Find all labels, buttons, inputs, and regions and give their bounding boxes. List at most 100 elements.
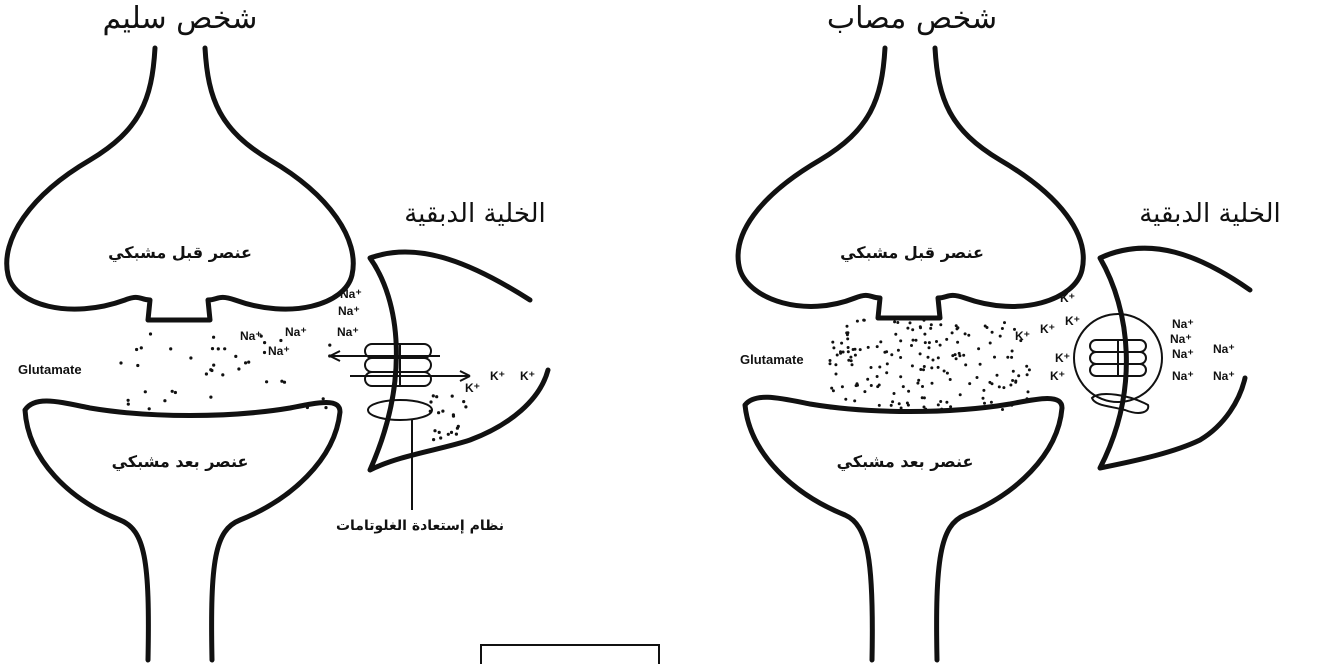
glutamate-dot <box>907 390 910 393</box>
glutamate-dot <box>929 327 932 330</box>
glutamate-dot <box>906 402 909 405</box>
affected-presynaptic-terminal <box>738 48 1083 318</box>
glutamate-dot <box>263 351 266 354</box>
affected-na-ion: Na⁺ <box>1172 369 1194 383</box>
glutamate-dot <box>1019 339 1022 342</box>
glutamate-dot <box>328 354 331 357</box>
glutamate-dot <box>171 390 174 393</box>
glutamate-dot <box>899 339 902 342</box>
glutamate-dot <box>455 433 458 436</box>
glutamate-dot <box>916 382 919 385</box>
glutamate-dot <box>846 325 849 328</box>
glutamate-dot <box>140 346 143 349</box>
glutamate-dot <box>990 401 993 404</box>
glutamate-dot <box>859 348 862 351</box>
healthy-k-ion: K⁺ <box>490 369 505 383</box>
glutamate-dot <box>439 436 442 439</box>
healthy-glial-label: الخلية الدبقية <box>404 199 546 229</box>
glutamate-dot <box>958 354 961 357</box>
glutamate-dot <box>956 341 959 344</box>
glutamate-dot <box>939 400 942 403</box>
glutamate-dot <box>885 350 888 353</box>
healthy-na-ion: Na⁺ <box>240 329 262 343</box>
glutamate-dot <box>149 332 152 335</box>
glutamate-dot <box>906 327 909 330</box>
glutamate-dot <box>982 397 985 400</box>
glutamate-dot <box>836 354 839 357</box>
glutamate-dot <box>831 341 834 344</box>
healthy-na-ion: Na⁺ <box>337 325 359 339</box>
glutamate-dot <box>1017 374 1020 377</box>
glutamate-dot <box>322 397 325 400</box>
glutamate-dot <box>945 338 948 341</box>
glutamate-dot <box>223 347 226 350</box>
glutamate-dot <box>432 438 435 441</box>
glutamate-dot <box>939 344 942 347</box>
glutamate-dot <box>996 374 999 377</box>
glutamate-dot <box>829 359 832 362</box>
glutamate-dot <box>959 393 962 396</box>
affected-synapse-panel: شخص مصاب عنصر قبل مشبكي عنصر بعد مشبكي ا… <box>738 1 1281 660</box>
glutamate-dot <box>851 363 854 366</box>
glutamate-dot <box>209 368 212 371</box>
glutamate-dot <box>977 347 980 350</box>
glutamate-dot <box>949 378 952 381</box>
glutamate-dot <box>979 363 982 366</box>
glutamate-dot <box>1012 370 1015 373</box>
glutamate-dot <box>856 382 859 385</box>
glutamate-dot <box>441 410 444 413</box>
glutamate-dot <box>840 342 843 345</box>
glutamate-dot <box>247 361 250 364</box>
affected-k-ion: K⁺ <box>1015 329 1030 343</box>
glutamate-dot <box>956 327 959 330</box>
glutamate-dot <box>849 356 852 359</box>
glutamate-dot <box>324 406 327 409</box>
affected-k-ion: K⁺ <box>1050 369 1065 383</box>
glutamate-dot <box>878 404 881 407</box>
glutamate-dot <box>946 372 949 375</box>
affected-k-ion: K⁺ <box>1055 351 1070 365</box>
glutamate-dot <box>911 364 914 367</box>
healthy-ion-pump <box>330 344 470 386</box>
glutamate-dot <box>429 410 432 413</box>
glutamate-dot <box>435 395 438 398</box>
glutamate-dot <box>890 353 893 356</box>
glutamate-dot <box>464 405 467 408</box>
glutamate-dot <box>924 408 927 411</box>
glutamate-dot <box>894 333 897 336</box>
glutamate-dot <box>878 366 881 369</box>
glutamate-dot <box>852 348 855 351</box>
glutamate-dot <box>951 331 954 334</box>
glutamate-dot <box>136 364 139 367</box>
glutamate-dot <box>937 403 940 406</box>
glutamate-dot <box>912 339 915 342</box>
glutamate-dot <box>844 398 847 401</box>
glutamate-dot <box>1028 368 1031 371</box>
glutamate-dot <box>450 431 453 434</box>
glutamate-dot <box>845 331 848 334</box>
glutamate-dot <box>829 362 832 365</box>
glutamate-dot <box>945 401 948 404</box>
glutamate-dot <box>1003 321 1006 324</box>
glutamate-dot <box>832 389 835 392</box>
healthy-presynaptic-terminal <box>7 48 354 320</box>
glutamate-dot <box>1006 356 1009 359</box>
glutamate-dot <box>263 341 266 344</box>
glutamate-dot <box>921 385 924 388</box>
glutamate-dot <box>876 345 879 348</box>
glutamate-dot <box>279 339 282 342</box>
glutamate-dot <box>898 402 901 405</box>
glutamate-dot <box>928 341 931 344</box>
glutamate-dot <box>993 356 996 359</box>
glutamate-dot <box>897 349 900 352</box>
healthy-reuptake-label: نظام إستعادة الغلوتامات <box>336 518 504 534</box>
glutamate-dot <box>846 337 849 340</box>
glutamate-dot <box>911 328 914 331</box>
glutamate-dot <box>462 400 465 403</box>
healthy-na-ion: Na⁺ <box>268 344 290 358</box>
glutamate-dot <box>144 390 147 393</box>
glutamate-dot <box>885 371 888 374</box>
glutamate-dot <box>437 411 440 414</box>
glutamate-dot <box>931 382 934 385</box>
glutamate-dot <box>954 353 957 356</box>
